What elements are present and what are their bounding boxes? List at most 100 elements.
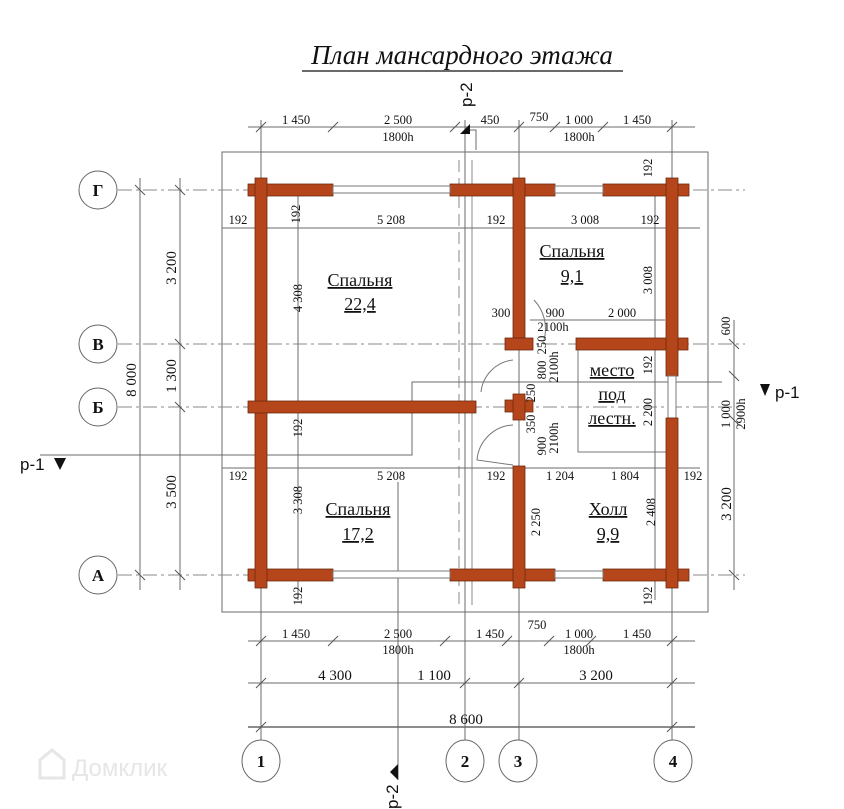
- axis-label: Б: [92, 398, 103, 417]
- wall-segment: [665, 417, 679, 589]
- watermark: Домклик: [38, 748, 168, 782]
- room-name-line3: лестн.: [588, 408, 635, 428]
- wall-segment: [512, 465, 526, 589]
- dim-label: 600: [719, 317, 733, 336]
- dim-label: 450: [481, 113, 500, 127]
- door-height: 2100h: [547, 351, 561, 383]
- dim-label: 4 300: [318, 668, 352, 684]
- section-arrow-icon: [54, 458, 66, 470]
- dim-label: 250: [535, 336, 549, 355]
- dim-label: 192: [291, 419, 305, 438]
- window: [554, 570, 604, 579]
- section-cut-p1: [40, 381, 722, 456]
- wall-segment: [449, 568, 556, 582]
- wall-segment: [575, 337, 689, 351]
- door-height: 2100h: [547, 422, 561, 454]
- dim-label: 750: [530, 110, 549, 124]
- dim-label: 1 300: [164, 359, 180, 393]
- dim-label: 3 500: [164, 475, 180, 509]
- dim-ticks-axes: [255, 677, 678, 689]
- axis-marker-1: 1: [241, 739, 281, 783]
- section-label-p2-top: р-2: [457, 82, 476, 107]
- dim-label: 192: [229, 213, 248, 227]
- dim-label: 192: [229, 469, 248, 483]
- dim-label: 2 500: [384, 113, 412, 127]
- dim-label: 350: [524, 415, 538, 434]
- wall-segment: [504, 337, 534, 351]
- dim-label: 5 208: [377, 469, 405, 483]
- axis-label: 1: [257, 752, 266, 771]
- window-height: 1800h: [382, 130, 414, 144]
- dim-label: 900: [546, 306, 565, 320]
- dim-label: 2 250: [529, 508, 543, 536]
- wall-segment: [665, 177, 679, 377]
- dim-label: 2 500: [384, 627, 412, 641]
- dim-label: 192: [641, 159, 655, 178]
- dim-ticks-right: [728, 338, 740, 581]
- room-area: 22,4: [344, 294, 376, 314]
- door-height: 2100h: [537, 320, 569, 334]
- dim-label: 192: [641, 213, 660, 227]
- window: [667, 375, 677, 419]
- dim-label: 1 450: [282, 113, 310, 127]
- dim-label: 1 450: [623, 113, 651, 127]
- dim-label: 3 308: [291, 486, 305, 514]
- room-name: место: [590, 360, 634, 380]
- dim-label: 900: [535, 437, 549, 456]
- axis-label: В: [92, 335, 103, 354]
- axis-marker-V: В: [78, 324, 118, 364]
- axis-marker-3: 3: [498, 739, 538, 783]
- window: [554, 185, 604, 194]
- dim-label: 2 000: [608, 306, 636, 320]
- dim-label: 4 308: [291, 284, 305, 312]
- dim-label: 5 208: [377, 213, 405, 227]
- dim-label: 192: [487, 213, 506, 227]
- dim-label: 1 100: [417, 668, 451, 684]
- dim-label: 1 450: [282, 627, 310, 641]
- dim-ticks-left: [134, 184, 186, 581]
- window-height: 1800h: [563, 130, 595, 144]
- axis-label: А: [92, 566, 105, 585]
- room-area: 9,1: [561, 266, 584, 286]
- window: [332, 570, 451, 579]
- dim-label: 3 200: [719, 487, 735, 521]
- dim-label: 3 200: [164, 251, 180, 285]
- dim-total: 8 600: [449, 712, 483, 728]
- dim-label: 1 450: [476, 627, 504, 641]
- dim-label: 192: [641, 587, 655, 606]
- wall-segment: [449, 183, 556, 197]
- dim-ticks-bottom: [255, 635, 678, 647]
- door-swing: [476, 424, 514, 466]
- dim-label: 1 000: [565, 113, 593, 127]
- window-height: 2900h: [734, 398, 748, 430]
- dim-label: 750: [528, 618, 547, 632]
- axis-label: 2: [461, 752, 470, 771]
- axis-marker-G: Г: [78, 170, 118, 210]
- dim-label: 3 200: [579, 668, 613, 684]
- door-swing: [480, 359, 514, 393]
- wall-segment: [512, 393, 526, 421]
- room-name-line2: под: [598, 384, 625, 404]
- dim-label: 2 200: [641, 398, 655, 426]
- dim-label: 192: [487, 469, 506, 483]
- dim-label: 192: [289, 205, 303, 224]
- window: [332, 185, 451, 194]
- plan-title: План мансардного этажа: [310, 40, 613, 70]
- door-swing: [533, 299, 546, 341]
- section-label-p1-left: р-1: [20, 455, 45, 474]
- window-height: 1800h: [563, 643, 595, 657]
- house-icon: [38, 748, 66, 780]
- interior-dimensions: 192 192 5 208 192 3 008 192 192 4 308 3 …: [229, 159, 703, 606]
- dim-label: 192: [684, 469, 703, 483]
- axis-label: 3: [514, 752, 523, 771]
- room-name: Спальня: [328, 270, 393, 290]
- axis-marker-A: А: [78, 555, 118, 595]
- section-label-p1-right: р-1: [775, 383, 800, 402]
- dim-label: 192: [641, 356, 655, 375]
- dim-label: 1 450: [623, 627, 651, 641]
- dim-label: 1 204: [546, 469, 575, 483]
- room-area: 9,9: [597, 524, 620, 544]
- room-name: Спальня: [326, 499, 391, 519]
- axis-marker-B: Б: [78, 387, 118, 427]
